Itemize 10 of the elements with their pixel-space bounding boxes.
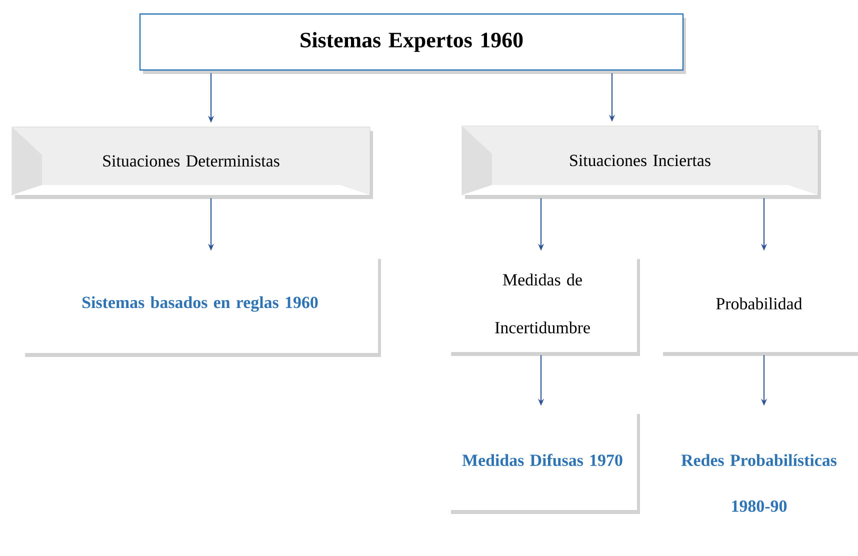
result-box: Redes Probabilísticas 1980-90 <box>660 410 858 556</box>
process-box: Medidas de Incertidumbre <box>448 254 640 356</box>
bevel-box: Situaciones Deterministas <box>12 126 373 199</box>
node-label: Probabilidad <box>716 298 802 310</box>
result-box: Medidas Difusas 1970 <box>448 410 640 514</box>
title-box: Sistemas Expertos 1960 <box>139 13 686 74</box>
bevel-box: Situaciones Inciertas <box>462 126 821 199</box>
node-label: Redes Probabilísticas 1980-90 <box>681 454 837 512</box>
result-box: Sistemas basados en reglas 1960 <box>22 254 381 357</box>
process-box: Probabilidad <box>660 254 858 356</box>
